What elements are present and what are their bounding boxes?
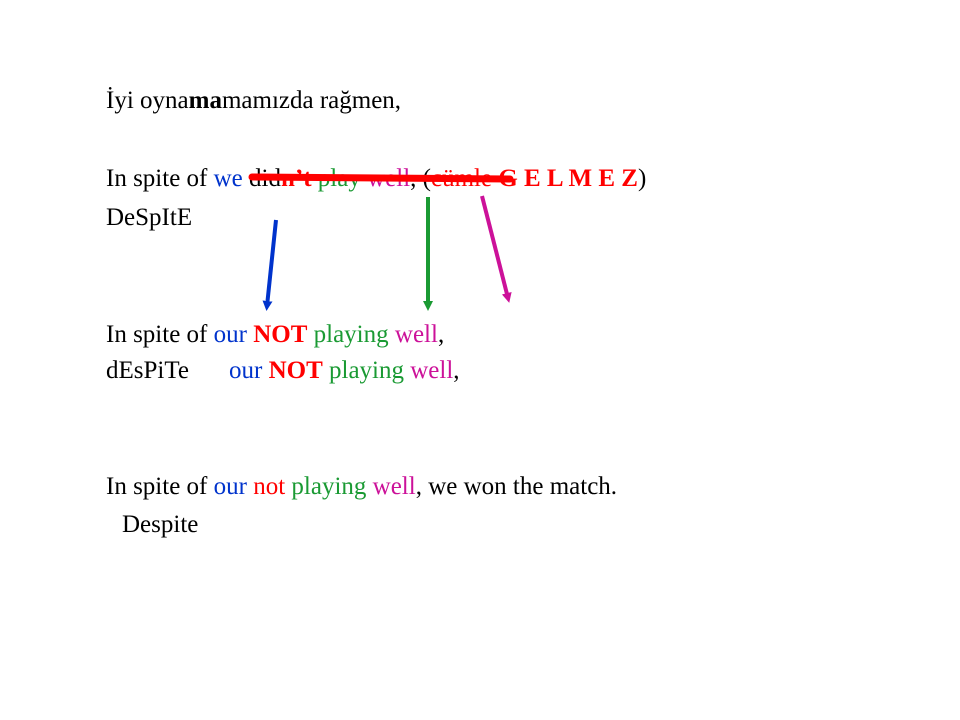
c1-playing: playing — [313, 321, 389, 348]
wrong-nt: n’t — [280, 165, 312, 192]
ex-intro: In spite of — [106, 473, 214, 500]
despite-line-1: DeSpItE — [106, 204, 193, 231]
wrong-play: play — [311, 165, 361, 192]
ex-well: well — [372, 473, 416, 500]
c2-intro: dEsPiTe — [106, 357, 189, 384]
note-gelmez: G E L M E Z — [498, 165, 638, 192]
c1-comma: , — [437, 321, 445, 348]
turkish-post: mamızda rağmen, — [221, 87, 402, 114]
wrong-we: we — [213, 165, 243, 192]
c1-not: NOT — [253, 321, 308, 348]
magenta-arrow — [480, 195, 512, 303]
ex-not: not — [253, 473, 286, 500]
ex-rest: , we won the match. — [415, 473, 618, 500]
wrong-intro: In spite of — [106, 165, 214, 192]
turkish-emphasis: ma — [188, 87, 222, 114]
note-paren-close: ) — [637, 165, 647, 192]
correct-sentence-2: dEsPiTe our NOT playing well, — [106, 356, 460, 386]
ex-playing: playing — [291, 473, 367, 500]
c2-comma: , — [453, 357, 460, 384]
turkish-sentence: İyi oynamamamızda rağmen, — [106, 86, 401, 116]
c1-our: our — [213, 321, 247, 348]
wrong-sentence: In spite of we didn’t play well, (cümle … — [106, 164, 646, 194]
blue-arrow — [262, 219, 278, 311]
c2-our: our — [228, 357, 263, 384]
note-paren-open: ( — [416, 165, 431, 192]
correct-sentence-1: In spite of our NOT playing well, — [106, 320, 444, 350]
c2-not: NOT — [268, 357, 323, 384]
c1-intro: In spite of — [106, 321, 214, 348]
c2-playing: playing — [329, 357, 404, 384]
example-sentence: In spite of our not playing well, we won… — [106, 472, 617, 502]
wrong-well: well — [360, 165, 411, 192]
despite-line-2: Despite — [122, 511, 199, 538]
wrong-did: did — [242, 165, 281, 192]
note-cumle: cümle — [430, 165, 499, 192]
ex-our: our — [213, 473, 247, 500]
c1-well: well — [394, 321, 438, 348]
c2-well: well — [410, 357, 454, 384]
turkish-pre: İyi oyna — [106, 87, 189, 114]
